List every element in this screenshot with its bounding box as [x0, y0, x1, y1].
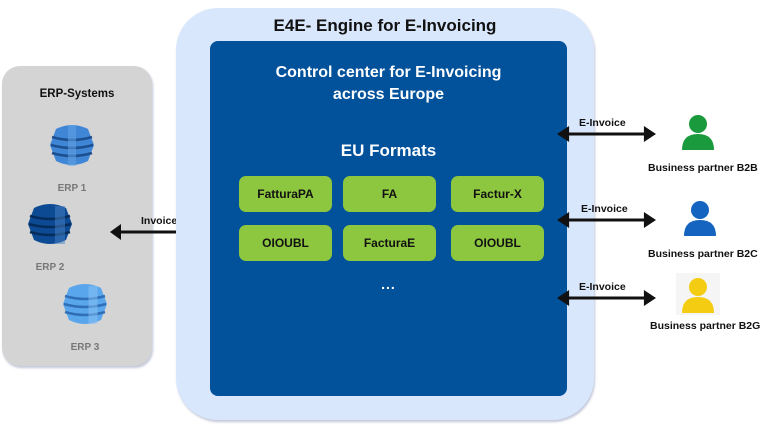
erp-systems-title: ERP-Systems: [39, 88, 115, 100]
person-icon: [682, 278, 714, 313]
format-box: FatturaPA: [239, 176, 332, 212]
more-formats-ellipsis: ...: [381, 276, 396, 292]
database-icon: [48, 121, 96, 169]
format-box: FA: [343, 176, 436, 212]
control-center-title: Control center for E-Invoicing across Eu…: [210, 62, 567, 106]
person-icon: [684, 201, 716, 236]
e-invoice-arrow-label: E-Invoice: [581, 203, 628, 215]
control-center-box: [210, 41, 567, 396]
erp-label: ERP 1: [57, 183, 87, 194]
erp-label: ERP 2: [35, 262, 65, 273]
database-icon: [26, 200, 74, 248]
database-icon: [61, 280, 109, 328]
format-box: OIOUBL: [451, 225, 544, 261]
e-invoice-arrow-label: E-Invoice: [579, 117, 626, 129]
partner-label: Business partner B2B: [648, 162, 758, 174]
person-icon: [682, 115, 714, 150]
bidirectional-arrow-icon: [557, 124, 657, 144]
partner-label: Business partner B2C: [648, 248, 758, 260]
subtitle-line-1: Control center for E-Invoicing: [275, 64, 502, 81]
format-box: Factur-X: [451, 176, 544, 212]
format-box: OIOUBL: [239, 225, 332, 261]
partner-label: Business partner B2G: [650, 320, 761, 332]
bidirectional-arrow-icon: [557, 210, 657, 230]
invoice-arrow-label: Invoice: [141, 215, 178, 227]
erp-label: ERP 3: [70, 342, 100, 353]
bidirectional-arrow-icon: [557, 288, 657, 308]
subtitle-line-2: across Europe: [332, 86, 445, 103]
engine-title: E4E- Engine for E-Invoicing: [273, 16, 497, 35]
e-invoice-arrow-label: E-Invoice: [579, 281, 626, 293]
format-box: FacturaE: [343, 225, 436, 261]
eu-formats-title: EU Formats: [340, 141, 437, 160]
